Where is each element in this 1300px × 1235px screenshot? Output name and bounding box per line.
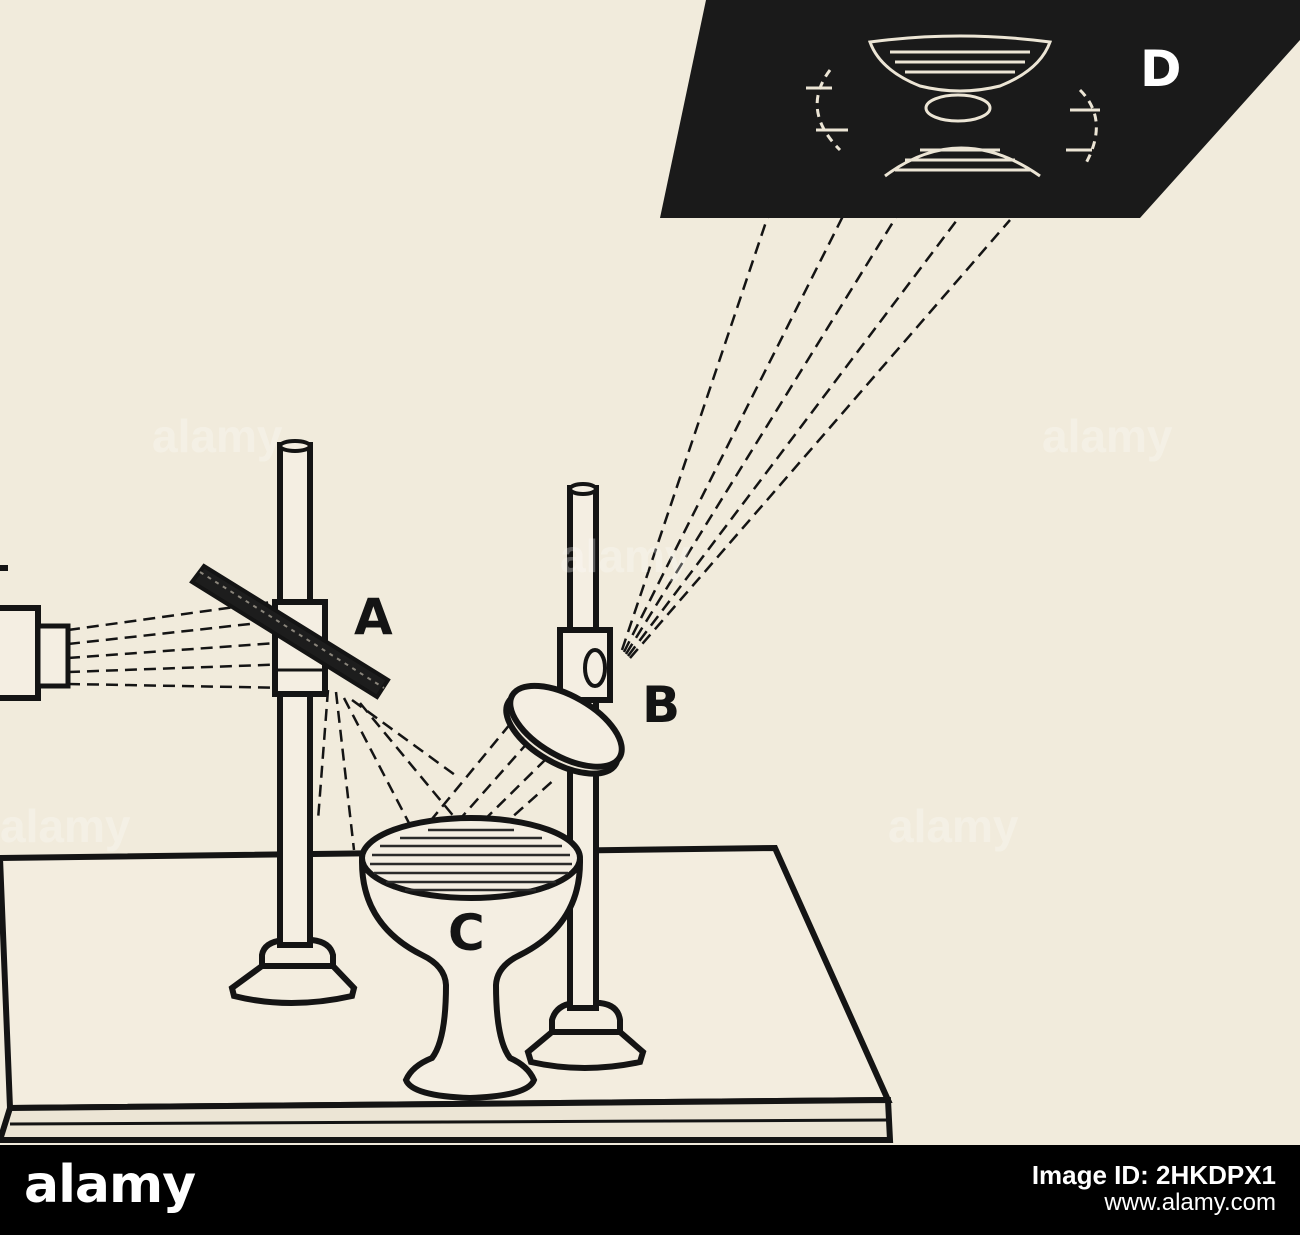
stand-b-rod-top [568,482,598,496]
rays-b-to-d [620,209,1011,659]
stand-b-foot [524,1029,647,1071]
watermark-text: alamy [0,800,131,852]
rays-lantern-to-a [67,598,293,690]
watermark-text: alamy [1042,410,1173,462]
lantern-body [0,605,41,701]
alamy-logo: alamy [24,1155,196,1215]
rays-a-to-c [316,689,466,851]
screen-d [660,0,1300,218]
stand-a-rod-top [278,439,312,453]
optics-apparatus-illustration: A B C D alamy alamy alamy alamy alamy [0,0,1300,1145]
footer-meta: Image ID: 2HKDPX1 www.alamy.com [1032,1161,1276,1217]
label-d: D [1140,40,1182,98]
watermark-text: alamy [560,530,691,582]
mirror-b-face [507,682,625,770]
goblet-bowl [358,859,584,1102]
watermark-text: alamy [888,800,1019,852]
label-b: B [642,676,680,734]
footer-bar: alamy Image ID: 2HKDPX1 www.alamy.com [0,1145,1300,1235]
mirror-b [503,682,625,777]
stand-a-foot [228,963,358,1006]
screen-d-panel [660,0,1300,218]
mirror-a [189,563,391,700]
projected-image [806,34,1100,178]
label-a: A [354,588,393,646]
goblet-c [358,815,584,1102]
lantern-nozzle [35,623,71,689]
table-front-edge [0,1096,894,1143]
image-id: Image ID: 2HKDPX1 [1031,1160,1276,1190]
watermark-text: alamy [152,410,283,462]
watermarks: alamy alamy alamy alamy alamy [0,410,1173,852]
label-c: C [448,904,485,962]
table-edge-line [9,1118,889,1126]
lantern [0,565,71,701]
site-url: www.alamy.com [1104,1189,1276,1216]
